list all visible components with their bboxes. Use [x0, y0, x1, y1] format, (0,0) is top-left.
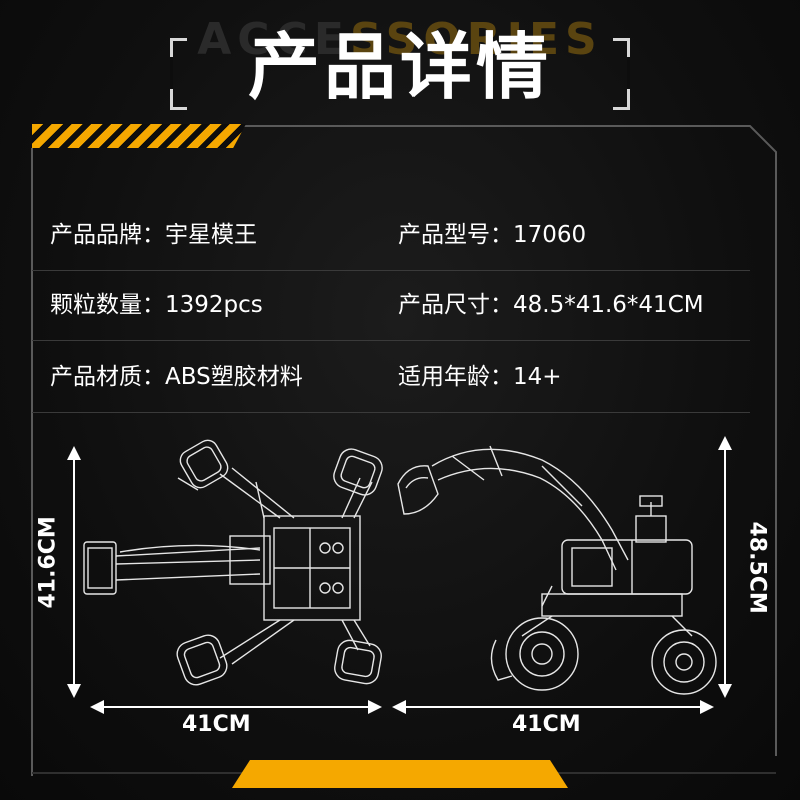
spec-material: 产品材质：ABS塑胶材料: [50, 364, 303, 390]
width-dimension-line-left: [100, 706, 370, 708]
spec-row: 产品材质：ABS塑胶材料 适用年龄：14+: [32, 342, 750, 413]
spec-brand: 产品品牌：宇星模王: [50, 222, 257, 248]
arrow-up-icon: [718, 436, 732, 450]
spec-size: 产品尺寸：48.5*41.6*41CM: [398, 292, 704, 318]
spec-piece-count: 颗粒数量：1392pcs: [50, 292, 263, 318]
spec-row: 颗粒数量：1392pcs 产品尺寸：48.5*41.6*41CM: [32, 270, 750, 341]
arrow-left-icon: [90, 700, 104, 714]
title-bracket-left: [170, 38, 187, 110]
arrow-down-icon: [67, 684, 81, 698]
arrow-left-icon: [392, 700, 406, 714]
bottom-accent-bar: [232, 760, 568, 788]
side-view-width-label: 41CM: [512, 712, 581, 737]
side-view-height-label: 48.5CM: [744, 521, 770, 614]
height-dimension-line-left: [73, 456, 75, 686]
arrow-up-icon: [67, 446, 81, 460]
height-dimension-line-right: [724, 446, 726, 686]
title-bracket-right: [613, 38, 630, 110]
hazard-stripe: [32, 124, 246, 148]
top-view-excavator-illustration: [83, 439, 383, 686]
top-view-width-label: 41CM: [182, 712, 251, 737]
background-watermark-word: ACCESSORIES: [197, 14, 603, 65]
arrow-down-icon: [718, 684, 732, 698]
page-title: 产品详情: [247, 25, 552, 109]
spec-age: 适用年龄：14+: [398, 364, 562, 390]
arrow-right-icon: [368, 700, 382, 714]
side-view-excavator-illustration: [397, 445, 717, 695]
spec-row: 产品品牌：宇星模王 产品型号：17060: [32, 200, 750, 271]
spec-model: 产品型号：17060: [398, 222, 587, 248]
width-dimension-line-right: [402, 706, 702, 708]
top-view-height-label: 41.6CM: [35, 516, 61, 609]
arrow-right-icon: [700, 700, 714, 714]
